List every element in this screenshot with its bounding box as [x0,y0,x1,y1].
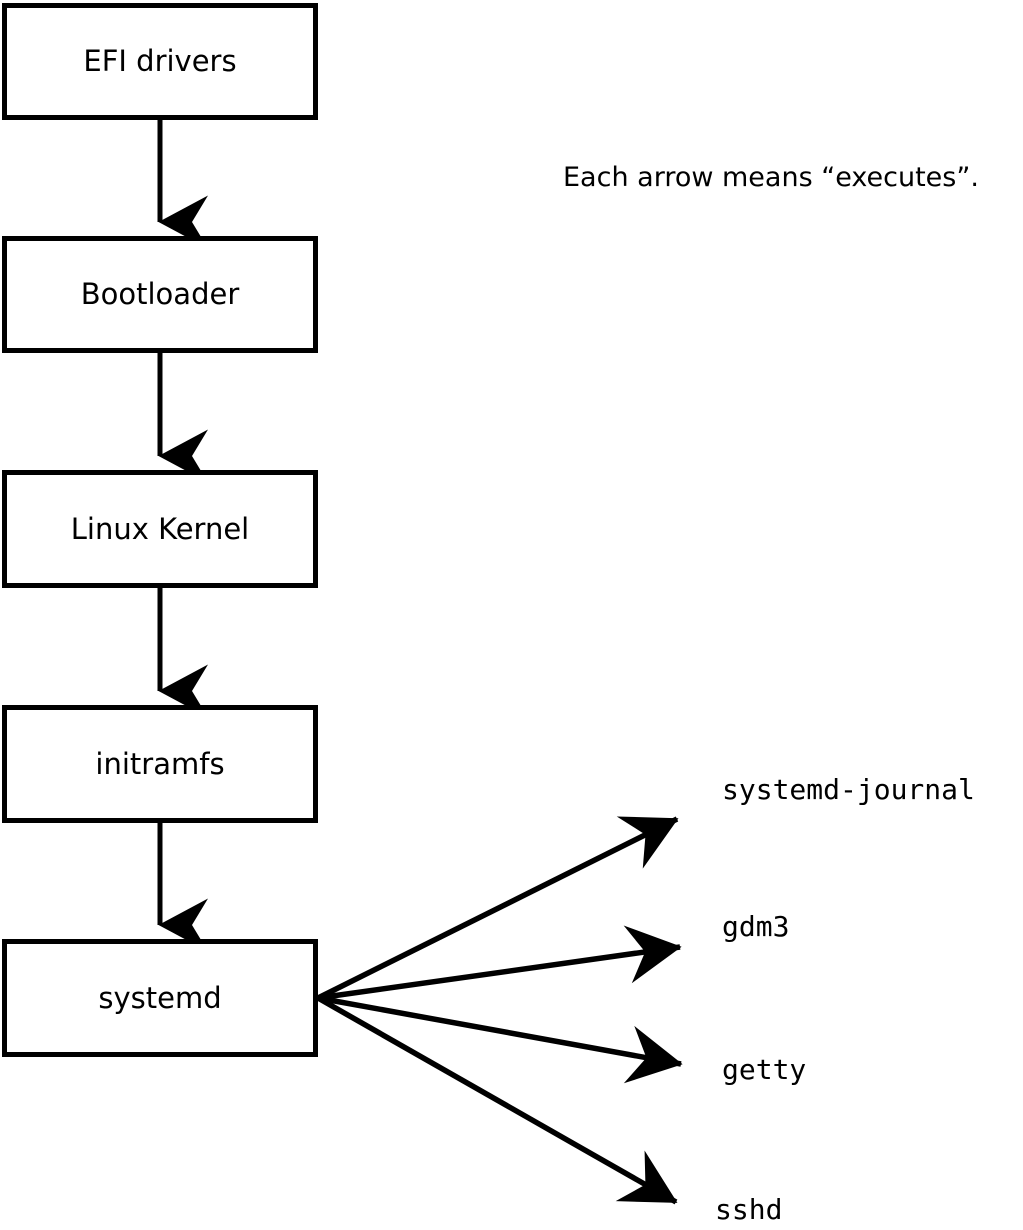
arrow-systemd-to-systemd-journal [316,816,679,1001]
arrow-systemd-to-gdm3 [317,925,682,1001]
fan-arrow-group [316,816,683,1205]
node-label-initramfs: initramfs [95,746,225,781]
node-label-efi-drivers: EFI drivers [83,44,237,78]
node-label-linux-kernel: Linux Kernel [70,511,250,546]
node-label-systemd: systemd [98,980,222,1015]
leaf-label-systemd-journal: systemd-journal [722,773,975,806]
leaf-label-gdm3: gdm3 [722,910,790,943]
node-initramfs[interactable]: initramfs [2,705,318,823]
arrow-systemd-to-getty [317,995,683,1084]
diagram-caption: Each arrow means “executes”. [563,162,979,193]
arrow-systemd-to-sshd [316,995,678,1205]
node-linux-kernel[interactable]: Linux Kernel [2,470,318,588]
node-efi-drivers[interactable]: EFI drivers [2,3,318,120]
leaf-label-getty: getty [722,1053,807,1086]
node-label-bootloader: Bootloader [80,277,240,311]
node-bootloader[interactable]: Bootloader [2,236,318,353]
leaf-label-sshd: sshd [715,1193,783,1226]
node-systemd[interactable]: systemd [2,939,318,1057]
